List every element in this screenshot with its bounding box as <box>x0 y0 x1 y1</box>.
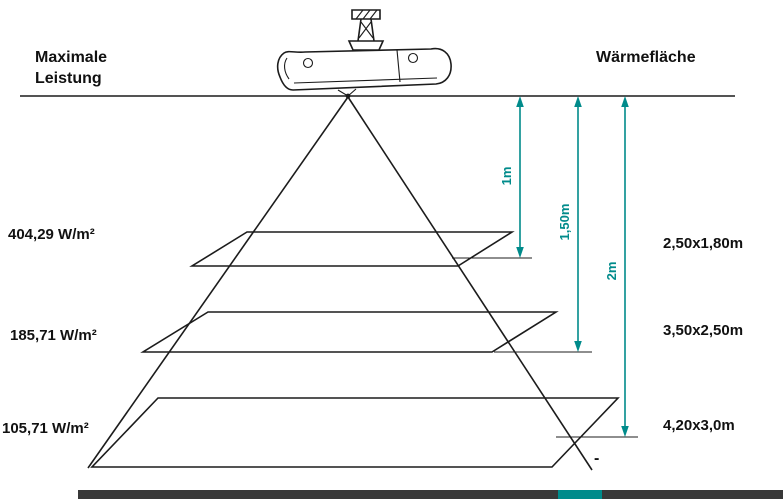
footer-bar-accent <box>558 490 602 499</box>
dimension-arrow-2m: 2m <box>604 96 629 437</box>
heater-mount <box>347 9 385 51</box>
power-density-label-2: 185,71 W/m² <box>10 327 97 344</box>
footer-bar <box>78 490 783 499</box>
arrowhead-down-icon <box>574 341 582 352</box>
apex-dot <box>345 93 351 99</box>
distance-label-3: 2m <box>604 262 619 281</box>
surface-size-label-1: 2,50x1,80m <box>663 235 744 252</box>
heater-body <box>276 47 452 91</box>
max-power-label: Maximale Leistung <box>35 47 107 89</box>
distance-label-1: 1m <box>499 167 514 186</box>
arrowhead-up-icon <box>516 96 524 107</box>
heater-icon <box>276 9 452 99</box>
power-density-label-3: 105,71 W/m² <box>2 420 89 437</box>
max-power-line-2: Leistung <box>35 70 102 87</box>
power-density-label-1: 404,29 W/m² <box>8 226 95 243</box>
dimension-arrow-1m: 1m <box>499 96 524 258</box>
cone-right-edge <box>347 96 593 471</box>
heat-plane-1 <box>189 231 515 267</box>
max-power-line-1: Maximale <box>35 49 108 66</box>
arrowhead-down-icon <box>621 426 629 437</box>
cone-apex <box>337 88 357 99</box>
arrowhead-down-icon <box>516 247 524 258</box>
footer-dash: - <box>594 450 600 467</box>
heat-surface-label: Wärmefläche <box>596 49 696 66</box>
heat-plane-3 <box>90 397 620 468</box>
arrowhead-up-icon <box>574 96 582 107</box>
surface-size-label-3: 4,20x3,0m <box>663 417 735 434</box>
distance-label-2: 1,50m <box>557 204 572 241</box>
surface-size-label-2: 3,50x2,50m <box>663 322 744 339</box>
heat-plane-2 <box>140 311 559 353</box>
dimension-arrow-150m: 1,50m <box>557 96 582 352</box>
arrowhead-up-icon <box>621 96 629 107</box>
cone-left-edge <box>87 96 349 469</box>
